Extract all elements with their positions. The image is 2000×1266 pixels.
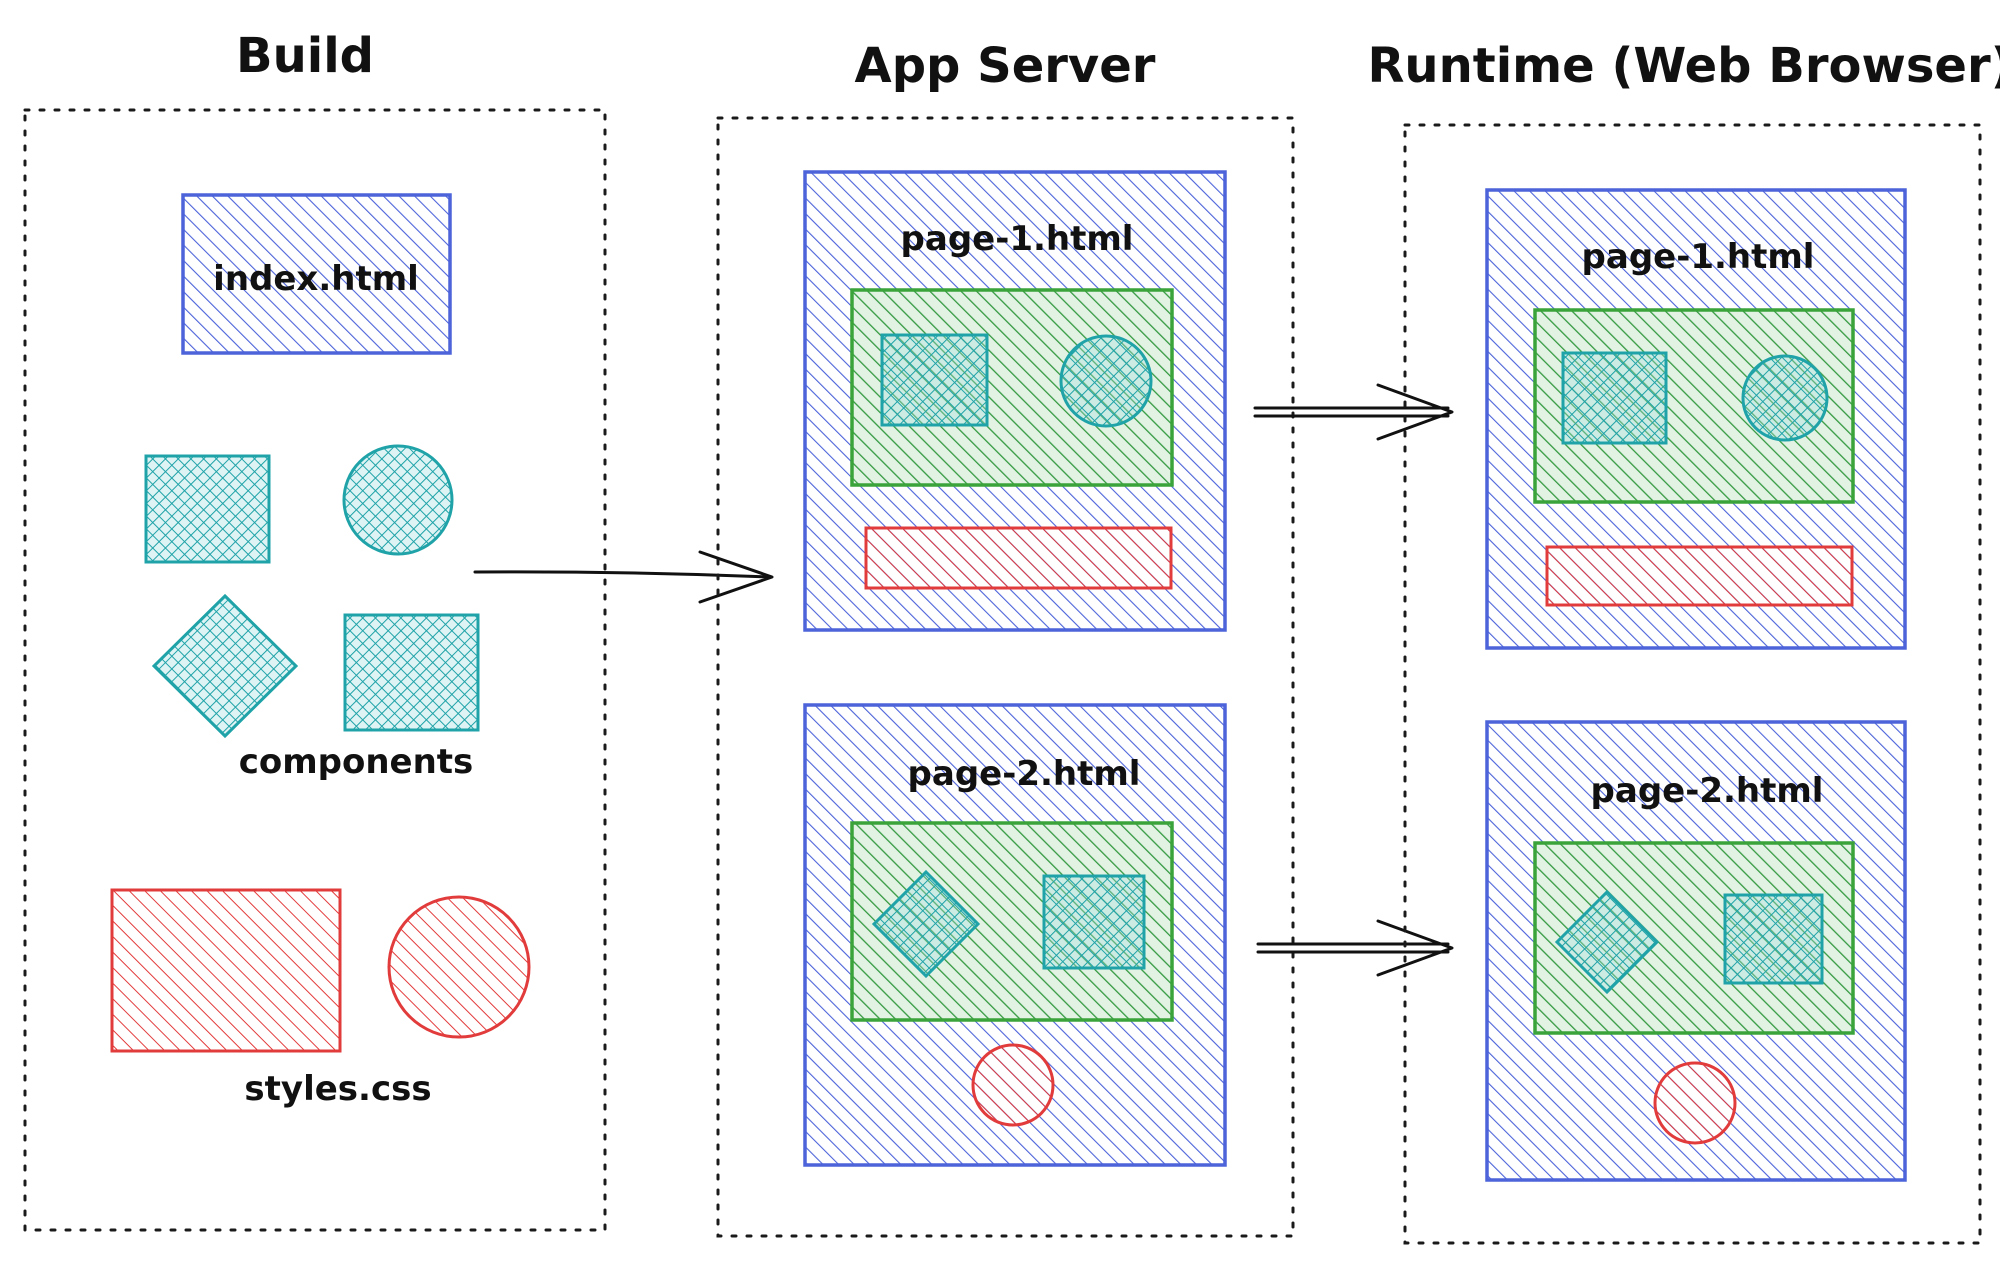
app-server-title: App Server [855,38,1156,94]
component-square-icon [1723,893,1824,985]
component-diamond-icon [1554,889,1660,995]
components-group: components [144,444,480,782]
index-html-file: index.html [181,193,452,355]
server-page-1: page-1.html [803,170,1227,632]
build-title: Build [236,28,374,84]
index-html-box [181,193,452,355]
component-circle-icon [1741,354,1829,442]
arrow-right-icon [1256,919,1454,977]
app-server-frame [716,116,1295,1238]
server-page-1-label: page-1.html [901,219,1134,259]
build-column: Build index.html components styles.css [23,28,607,1232]
component-circle-icon [1059,334,1153,428]
component-square-icon [1561,351,1668,445]
index-html-label: index.html [213,259,419,299]
style-circle-icon [387,895,531,1039]
runtime-page-1: page-1.html [1485,188,1907,650]
style-bar-icon [1545,545,1854,607]
app-server-column: App Server page-1.html page-2.html [716,38,1295,1238]
component-square-icon [880,333,989,427]
components-label: components [239,742,474,782]
style-rectangle-icon [110,888,342,1053]
runtime-column: Runtime (Web Browser) page-1.html page-2… [1367,38,2000,1245]
style-bar-icon [864,526,1173,590]
runtime-title: Runtime (Web Browser) [1367,38,2000,94]
component-circle-icon [342,444,454,556]
component-square-icon [1042,874,1146,970]
component-diamond-icon [151,593,299,739]
style-circle-icon [1653,1061,1737,1145]
styles-group: styles.css [110,888,531,1109]
server-page-2-label: page-2.html [908,754,1141,794]
server-page-2: page-2.html [803,703,1227,1167]
component-diamond-icon [871,869,981,979]
component-square-2-icon [343,613,480,732]
runtime-page-2: page-2.html [1485,720,1907,1182]
arrow-right-icon [1253,383,1454,441]
runtime-frame [1403,123,1982,1245]
build-frame [23,108,607,1232]
style-circle-icon [971,1043,1055,1127]
arrow-right-icon [473,550,774,604]
runtime-page-1-label: page-1.html [1582,237,1815,277]
runtime-page-2-label: page-2.html [1591,771,1824,811]
styles-label: styles.css [244,1069,431,1109]
component-square-icon [144,454,271,564]
